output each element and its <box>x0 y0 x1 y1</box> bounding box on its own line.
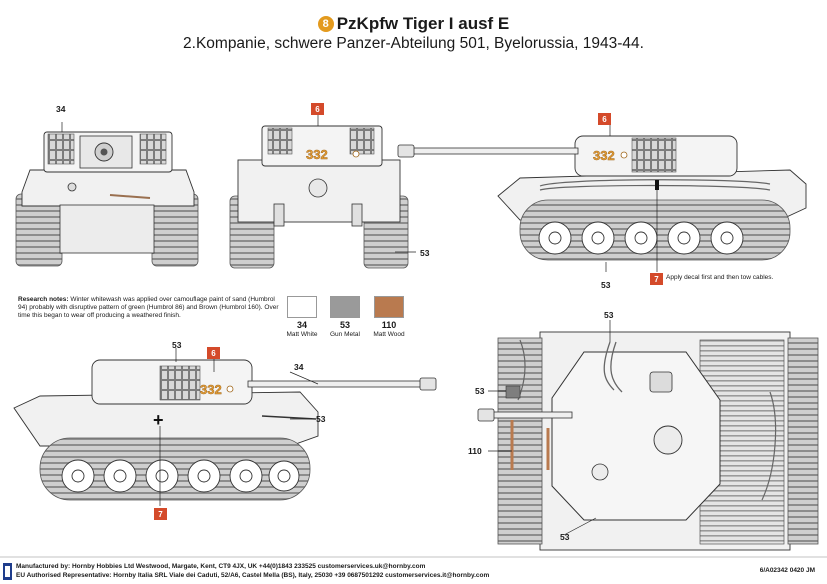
swatch-number: 34 <box>296 320 307 330</box>
label-34-front: 34 <box>56 104 66 114</box>
tank-title: PzKpfw Tiger I ausf E <box>336 14 510 33</box>
left-cross-marking: + <box>153 410 164 430</box>
rear-exhaust-guard <box>308 178 328 198</box>
decal-tag-7-right: 7 <box>654 275 659 284</box>
label-53-top-view-left: 53 <box>475 386 485 396</box>
top-muzzle-brake <box>477 408 495 422</box>
left-spare-links <box>159 365 201 401</box>
swatch-name: Matt White <box>286 331 318 338</box>
label-53-rear: 53 <box>420 248 430 258</box>
label-53-right-side: 53 <box>601 280 611 290</box>
front-spare-links-right <box>139 133 167 165</box>
front-lower-plate <box>59 204 155 254</box>
front-tow-cable <box>109 194 151 199</box>
right-cross-marking <box>655 180 659 190</box>
front-gun-bore <box>100 148 108 156</box>
scheme-number-badge: 8 <box>317 16 334 32</box>
rear-turret-number: 332 <box>306 147 328 162</box>
leader-line <box>289 371 319 385</box>
decal-tag-7-right-box <box>650 273 663 285</box>
top-right-track <box>787 337 819 545</box>
swatch-name: Matt Wood <box>373 331 405 338</box>
label-53-top-view-upper: 53 <box>604 310 614 320</box>
right-tow-cable <box>539 179 771 187</box>
label-110-top-view: 110 <box>468 446 482 456</box>
label-34-left-side: 34 <box>294 362 304 372</box>
rear-exhaust-left <box>273 203 285 227</box>
swatch-number: 53 <box>339 320 350 330</box>
top-tow-cable-2 <box>610 341 623 393</box>
right-spare-links <box>631 137 677 173</box>
decal-tag-6-left: 6 <box>211 349 216 358</box>
swatch-gun-metal <box>330 296 360 318</box>
page-title: 8 PzKpfw Tiger I ausf E <box>317 14 510 34</box>
decal-tag-6-rear-box <box>311 103 324 115</box>
rear-exhaust-right <box>351 203 363 227</box>
front-hull <box>21 169 195 207</box>
decal-tag-6-right: 6 <box>602 115 607 124</box>
decal-tag-6-left-box <box>207 347 220 359</box>
front-spare-links-left <box>47 133 75 165</box>
top-commander-cupola-box <box>649 371 673 393</box>
header: 8 PzKpfw Tiger I ausf E 2.Kompanie, schw… <box>0 14 827 54</box>
top-commander-cupola <box>653 425 683 455</box>
decal-tag-7-left-box <box>154 508 167 520</box>
rear-spare-links-left <box>267 127 293 155</box>
left-gun-barrel <box>247 380 429 388</box>
left-turret-emblem <box>226 385 234 393</box>
rear-view: 332 <box>229 115 416 269</box>
research-notes: Research notes: Winter whitewash was app… <box>18 296 280 320</box>
rear-turret-emblem <box>352 150 360 158</box>
label-53-top-view-lower: 53 <box>560 532 570 542</box>
right-gun-barrel <box>409 147 579 155</box>
rear-spare-links-right <box>349 127 375 155</box>
product-code: 6/A02342 0420 JM <box>759 567 815 574</box>
decal-tag-7-left: 7 <box>158 510 163 519</box>
left-tow-rod <box>261 415 317 420</box>
swatch-number: 110 <box>381 320 397 330</box>
right-turret-emblem <box>620 151 628 159</box>
footer: Manufactured by: Hornby Hobbies Ltd West… <box>16 562 489 580</box>
top-gun-barrel <box>491 411 573 419</box>
left-side-view: 332 + <box>13 348 437 506</box>
top-loader-hatch <box>591 463 609 481</box>
right-side-view: 332 <box>397 124 807 272</box>
top-turret <box>551 351 721 521</box>
front-view <box>15 122 199 267</box>
leader-line <box>563 517 597 536</box>
swatch-matt-white <box>287 296 317 318</box>
page-subtitle: 2.Kompanie, schwere Panzer-Abteilung 501… <box>183 35 644 52</box>
swatch-name: Gun Metal <box>330 331 360 338</box>
swatch-matt-wood <box>374 296 404 318</box>
right-tow-cable-2 <box>539 184 771 191</box>
label-53-left-side: 53 <box>316 414 326 424</box>
left-turret-number: 332 <box>200 382 222 397</box>
top-cable-right <box>761 391 777 501</box>
decal-tag-6-right-box <box>598 113 611 125</box>
left-road-wheels <box>61 459 300 493</box>
front-headlight <box>67 182 77 192</box>
hornby-logo-icon <box>3 563 12 580</box>
top-left-track <box>497 337 543 545</box>
top-jack <box>505 385 521 399</box>
left-muzzle-brake <box>419 377 437 391</box>
footer-eu-representative: EU Authorised Representative: Hornby Ita… <box>16 572 490 579</box>
right-turret-number: 332 <box>593 148 615 163</box>
right-muzzle-brake <box>397 144 415 158</box>
research-notes-body: Winter whitewash was applied over camouf… <box>18 296 279 319</box>
top-tow-cable-1 <box>603 341 615 391</box>
decal-7-note: Apply decal first and then tow cables. <box>666 274 774 281</box>
decal-tag-6-rear: 6 <box>315 105 320 114</box>
top-view <box>477 320 819 551</box>
label-53-left-side-top: 53 <box>172 340 182 350</box>
research-notes-heading: Research notes: <box>18 296 69 303</box>
right-road-wheels <box>538 221 744 255</box>
footer-manufacturer: Manufactured by: Hornby Hobbies Ltd West… <box>16 563 426 570</box>
